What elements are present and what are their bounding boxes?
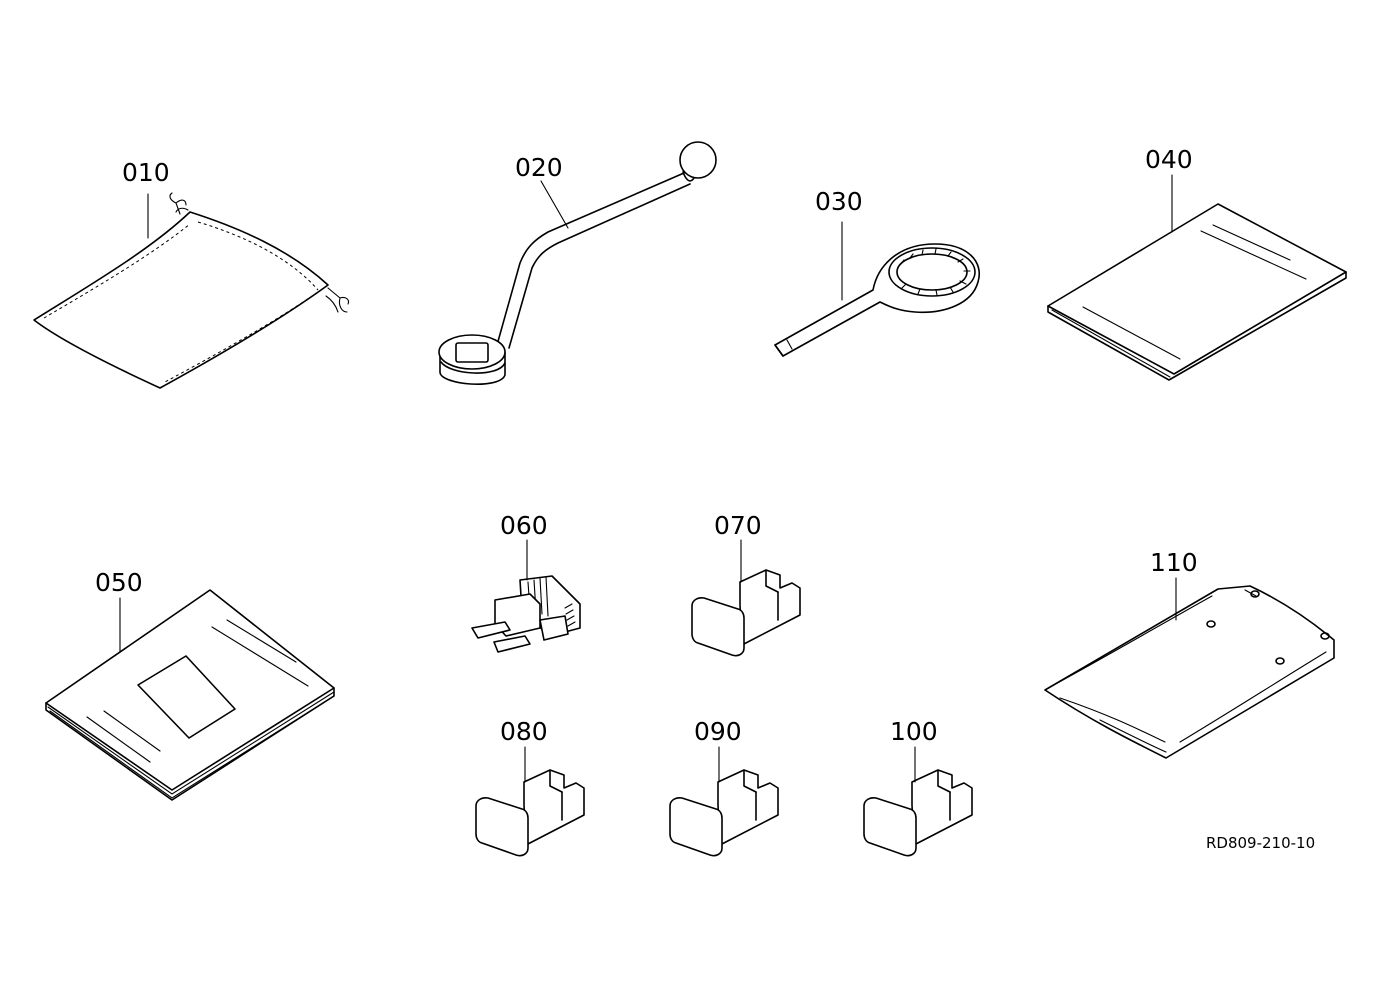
part-080-fuse[interactable] [475, 746, 585, 857]
part-070-fuse[interactable] [691, 539, 801, 657]
part-label-090: 090 [694, 717, 742, 746]
part-090-fuse[interactable] [669, 746, 779, 857]
part-label-070: 070 [714, 511, 762, 540]
part-030-ring-spanner[interactable] [774, 221, 980, 357]
part-010-pouch[interactable] [33, 192, 350, 389]
part-label-110: 110 [1150, 548, 1198, 577]
part-020-socket-wrench[interactable] [438, 141, 717, 385]
part-label-100: 100 [890, 717, 938, 746]
drawing-code: RD809-210-10 [1206, 834, 1315, 852]
part-040-manual[interactable] [1047, 174, 1347, 381]
part-label-050: 050 [95, 568, 143, 597]
part-label-040: 040 [1145, 145, 1193, 174]
part-label-010: 010 [122, 158, 170, 187]
part-label-030: 030 [815, 187, 863, 216]
part-060-blade-fuse[interactable] [471, 539, 581, 653]
part-label-080: 080 [500, 717, 548, 746]
part-110-plastic-bag[interactable] [1044, 577, 1335, 759]
part-label-020: 020 [515, 153, 563, 182]
part-050-manual-thick[interactable] [45, 589, 335, 801]
part-label-060: 060 [500, 511, 548, 540]
part-100-fuse[interactable] [863, 746, 973, 857]
